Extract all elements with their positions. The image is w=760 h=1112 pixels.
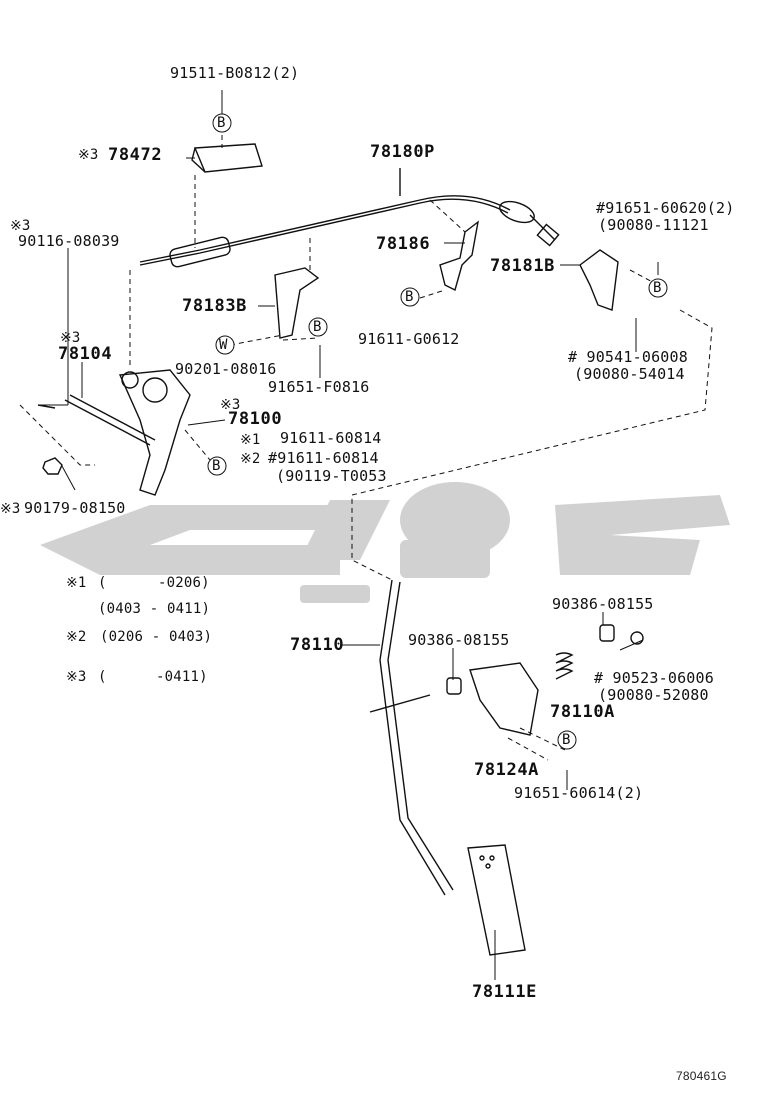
label-90179-08150: 90179-08150 (24, 499, 126, 517)
assembly-78100 (118, 369, 191, 496)
mark-w-90201: W (219, 337, 228, 353)
lever-78110 (379, 579, 446, 896)
label-90116-08039: 90116-08039 (18, 232, 120, 250)
bracket-78124A (469, 662, 539, 736)
mark-b-91651-60620: B (653, 280, 662, 296)
label-91611-60814-b: #91611-60814 (268, 449, 379, 467)
label-78180P: 78180P (370, 142, 436, 162)
label-90080-54014: (90080-54014 (574, 365, 685, 383)
label-78100: 78100 (228, 409, 283, 429)
pedal-78111E (467, 844, 526, 956)
label-91651-60614: 91651-60614(2) (514, 784, 644, 802)
bracket-78183B (274, 267, 320, 339)
spring-78110A (555, 652, 574, 680)
label-91651-F0816: 91651-F0816 (268, 378, 370, 396)
link-78104 (64, 399, 151, 446)
label-78186: 78186 (376, 234, 431, 254)
watermark-logo (40, 482, 730, 603)
ref-mark-91611-b: ※2 (240, 451, 261, 467)
bracket-78181B (579, 249, 619, 311)
bracket-78472 (193, 143, 263, 173)
note-1-range-b: (0403 - 0411) (98, 601, 211, 617)
mark-b-91611-60814: B (212, 458, 221, 474)
mark-b-91511: B (217, 115, 226, 131)
label-78110A: 78110A (550, 702, 616, 722)
label-90201-08016: 90201-08016 (175, 360, 277, 378)
label-90080-11121: (90080-11121 (598, 216, 709, 234)
ref-mark-78472: ※3 (78, 147, 99, 163)
mark-b-91651-F0816: B (313, 319, 322, 335)
label-78111E: 78111E (472, 982, 538, 1002)
label-90541-06008: # 90541-06008 (568, 348, 688, 366)
note-3-range: -0411) (156, 669, 208, 685)
ref-mark-90179: ※3 (0, 501, 21, 517)
label-90523-06006: # 90523-06006 (594, 669, 714, 687)
label-91511-B0812: 91511-B0812(2) (170, 64, 300, 82)
ref-mark-91611-a: ※1 (240, 432, 261, 448)
label-78472: 78472 (108, 145, 163, 165)
mark-b-91611-G0612: B (405, 289, 414, 305)
note-2-label: ※2 (66, 629, 87, 645)
ref-mark-78100: ※3 (220, 397, 241, 413)
label-78124A: 78124A (474, 760, 540, 780)
diagram-code: 780461G (676, 1069, 727, 1083)
ref-mark-90116: ※3 (10, 218, 31, 234)
label-78183B: 78183B (182, 296, 248, 316)
label-91611-60814-a: 91611-60814 (280, 429, 382, 447)
label-78110: 78110 (290, 635, 345, 655)
label-78181B: 78181B (490, 256, 556, 276)
mark-b-91651-60614: B (562, 732, 571, 748)
note-3-open: ( (98, 669, 107, 685)
note-1-open: ( (98, 575, 107, 591)
cable-78180P (139, 195, 511, 263)
note-1-label: ※1 (66, 575, 87, 591)
note-1-range-a: -0206) (158, 575, 210, 591)
label-90080-52080: (90080-52080 (598, 686, 709, 704)
note-2-range: (0206 - 0403) (100, 629, 213, 645)
label-90386-08155-a: 90386-08155 (408, 631, 510, 649)
label-91611-G0612: 91611-G0612 (358, 330, 460, 348)
clip-78186 (439, 220, 480, 292)
label-78104: 78104 (58, 344, 113, 364)
ref-mark-78104: ※3 (60, 330, 81, 346)
note-3-label: ※3 (66, 669, 87, 685)
label-90119-T0053: (90119-T0053 (276, 467, 387, 485)
label-90386-08155-b: 90386-08155 (552, 595, 654, 613)
label-91651-60620: #91651-60620(2) (596, 199, 735, 217)
